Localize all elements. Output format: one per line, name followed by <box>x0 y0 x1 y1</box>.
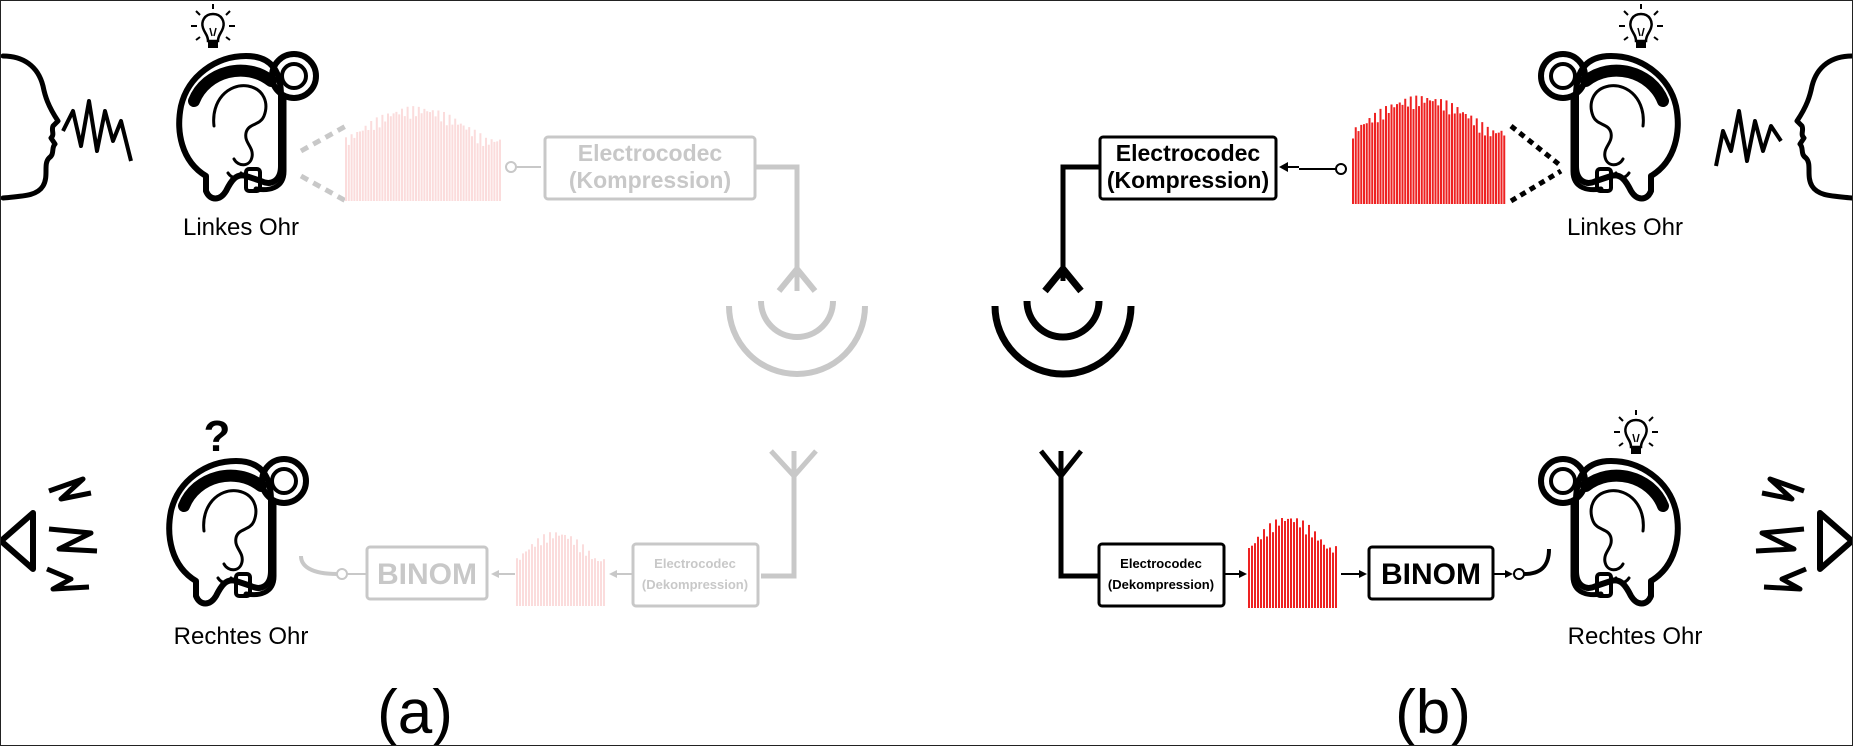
codec-b-top-line2: (Kompression) <box>1107 167 1269 193</box>
sound-wave-icon <box>61 99 133 162</box>
question-mark: ? <box>204 412 231 461</box>
lightbulb-icon-b-top <box>1617 2 1665 50</box>
antenna-icon-b <box>1039 449 1099 579</box>
loudspeaker-icon-a <box>0 476 98 592</box>
codec-b-top-line1: Electrocodec <box>1116 140 1261 166</box>
wireless-signal-icon-b <box>991 263 1135 378</box>
panel-label-b: (b) <box>1395 678 1471 745</box>
ear-icon-b-bottom <box>1541 459 1678 604</box>
right-ear-label-b: Rechtes Ohr <box>1568 623 1703 650</box>
spectrum-icon-b-bottom <box>1248 518 1337 608</box>
codec-a-top-line2: (Kompression) <box>569 167 731 193</box>
ear-icon-b-top <box>1541 54 1678 199</box>
sound-wave-icon-b <box>1714 109 1783 167</box>
codec-box-a-bottom <box>631 542 760 608</box>
codec-b-bottom-line1: Electrocodec <box>1120 556 1202 571</box>
panel-b: Electrocodec (Kompression) Linkes Ohr <box>991 2 1853 747</box>
speaker-head-icon <box>3 56 58 198</box>
wireless-signal-icon-a <box>726 264 868 377</box>
antenna-icon-a <box>761 449 818 579</box>
binom-label-a: BINOM <box>377 558 477 591</box>
codec-box-b-bottom <box>1097 542 1226 608</box>
panel-label-a: (a) <box>377 678 453 745</box>
speaker-head-icon-b <box>1797 56 1852 198</box>
signal-dashes-b <box>1509 124 1563 204</box>
codec-a-top-line1: Electrocodec <box>578 140 723 166</box>
panel-a: Linkes Ohr Electrocodec (Kompression) El… <box>0 2 868 747</box>
wire-b-top <box>1060 164 1100 281</box>
right-ear-label-a: Rechtes Ohr <box>174 623 309 650</box>
spectrum-icon-a-top <box>345 106 501 201</box>
signal-dashes-a <box>299 123 348 204</box>
wire-a-top <box>755 164 800 291</box>
codec-a-bottom-line2: (Dekompression) <box>642 577 748 592</box>
spectrum-icon-a-bottom <box>516 532 605 606</box>
codec-a-bottom-line1: Electrocodec <box>654 556 736 571</box>
binom-label-b: BINOM <box>1381 558 1481 591</box>
lightbulb-icon-b-bottom <box>1612 408 1660 456</box>
codec-b-bottom-line2: (Dekompression) <box>1108 577 1214 592</box>
ear-icon-right-bottom-a <box>169 459 306 604</box>
lightbulb-icon <box>189 2 237 50</box>
ear-icon-left-top <box>179 54 316 199</box>
left-ear-label-b: Linkes Ohr <box>1567 214 1683 241</box>
spectrum-icon-b-top <box>1352 95 1506 204</box>
loudspeaker-icon-b <box>1755 476 1853 592</box>
left-ear-label-a: Linkes Ohr <box>183 214 299 241</box>
